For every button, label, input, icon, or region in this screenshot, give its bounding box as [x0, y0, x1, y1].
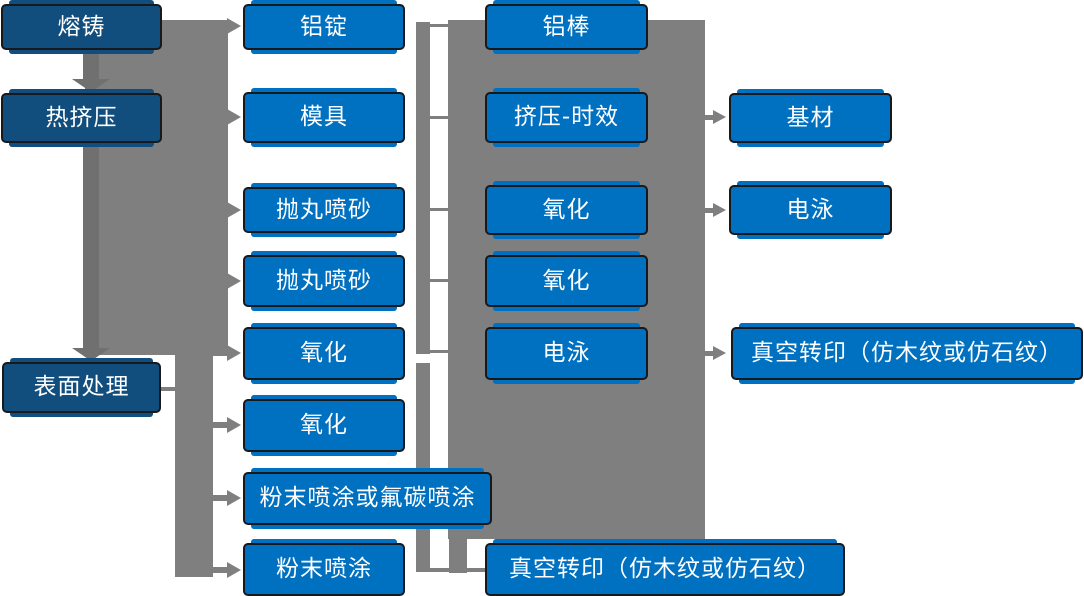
node-electrophoresis-2: 电泳	[729, 185, 892, 235]
node-melt-casting: 熔铸	[1, 4, 162, 50]
arrow-to-aluminum-ingot	[227, 18, 241, 34]
node-mold: 模具	[243, 92, 405, 143]
node-base-material: 基材	[729, 93, 892, 143]
node-oxidation-1: 氧化	[243, 327, 405, 380]
arrow-to-oxidation-2	[227, 417, 241, 433]
arrow-to-base-material-shaft	[703, 114, 716, 120]
node-vacuum-transfer-2: 真空转印（仿木纹或仿石纹）	[731, 327, 1083, 380]
node-shot-blasting-2: 抛丸喷砂	[243, 255, 405, 307]
arrow-to-oxidation-1	[227, 345, 241, 361]
arrow-to-base-material	[713, 109, 726, 124]
node-extrusion-aging: 挤压-时效	[485, 92, 648, 143]
arrow-to-vacuum-transfer-2	[713, 345, 726, 360]
node-surface-treatment: 表面处理	[2, 362, 161, 413]
arrow-to-powder-or-fluorocarbon	[227, 490, 241, 506]
mid-trunk-upper	[416, 22, 430, 354]
arrow-to-mold	[227, 109, 241, 125]
link-row-vacuum-transfer	[430, 568, 486, 572]
arrow-to-aluminum-ingot-shaft	[205, 23, 230, 29]
arrow-to-electrophoresis-2	[713, 202, 726, 217]
node-powder-or-fluorocarbon-coating: 粉末喷涂或氟碳喷涂	[243, 472, 492, 525]
arrow-to-powder-or-fluorocarbon-shaft	[205, 495, 230, 501]
col3-panel-foot	[449, 539, 467, 573]
arrow-to-powder-coating-shaft	[205, 567, 230, 573]
arrow-to-mold-shaft	[205, 114, 230, 120]
node-shot-blasting-1: 抛丸喷砂	[243, 187, 405, 233]
node-oxidation-4: 氧化	[485, 255, 648, 307]
arrow-to-shot-blasting-1-shaft	[205, 207, 230, 213]
link-row-oxidation	[430, 279, 448, 282]
node-oxidation-2: 氧化	[243, 399, 405, 452]
arrow-to-shot-blasting-1	[227, 202, 241, 218]
arrow-to-electrophoresis-2-shaft	[703, 207, 716, 213]
node-electrophoresis-1: 电泳	[485, 327, 648, 380]
link-row-mold	[430, 116, 448, 119]
node-aluminum-ingot: 铝锭	[243, 4, 405, 50]
node-hot-extrusion: 热挤压	[1, 93, 162, 143]
arrow-to-shot-blasting-2	[227, 273, 241, 289]
node-vacuum-transfer-1: 真空转印（仿木纹或仿石纹）	[485, 543, 845, 596]
left-trunk	[175, 20, 213, 577]
arrow-to-powder-coating	[227, 562, 241, 578]
arrow-to-oxidation-1-shaft	[205, 350, 230, 356]
arrow-melt-to-extrusion-shaft	[83, 50, 99, 81]
arrow-to-shot-blasting-2-shaft	[205, 278, 230, 284]
node-aluminum-rod: 铝棒	[485, 4, 648, 50]
node-powder-coating: 粉末喷涂	[243, 543, 405, 596]
link-row-electrophoresis	[430, 350, 448, 353]
link-row-ingot	[430, 24, 448, 27]
arrow-to-vacuum-transfer-2-shaft	[703, 350, 716, 356]
arrow-extrusion-to-surface	[72, 348, 110, 361]
surface-treatment-link	[160, 387, 177, 391]
link-row-shot-blast	[430, 208, 448, 211]
node-oxidation-3: 氧化	[485, 185, 648, 235]
arrow-melt-to-extrusion	[72, 79, 110, 92]
arrow-extrusion-to-surface-shaft	[83, 143, 99, 350]
arrow-to-oxidation-2-shaft	[205, 422, 230, 428]
